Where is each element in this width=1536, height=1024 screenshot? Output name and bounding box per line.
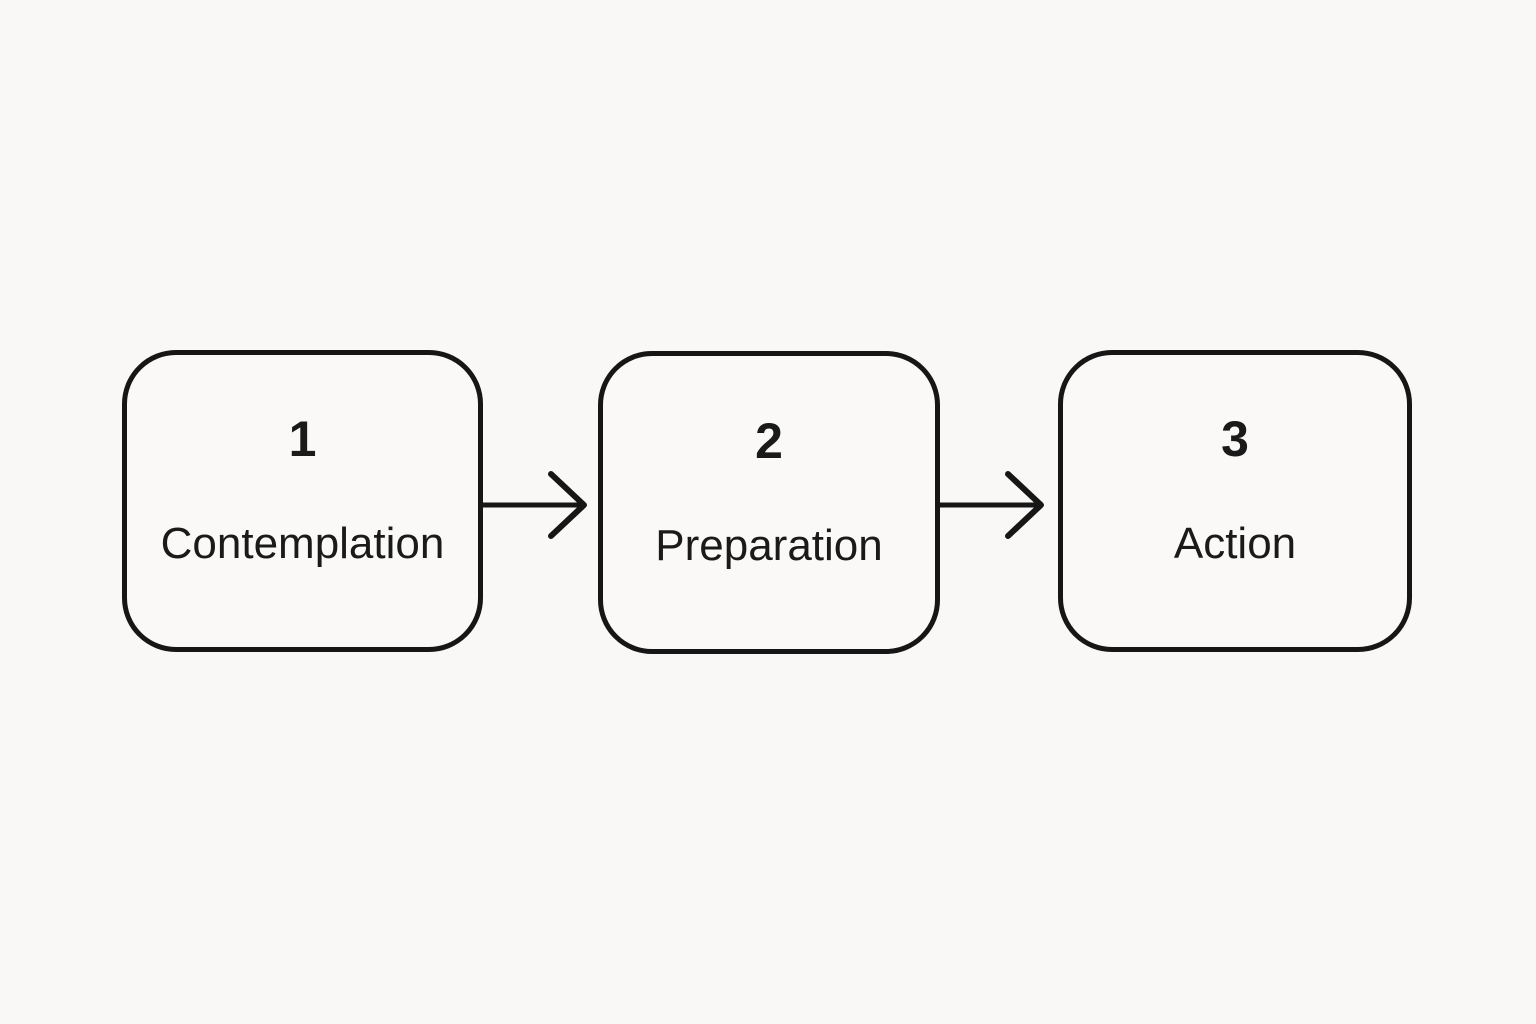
step-label: Contemplation xyxy=(160,519,445,568)
step-number: 1 xyxy=(288,411,317,467)
step-box-action: 3 Action xyxy=(1058,350,1412,652)
step-number: 2 xyxy=(755,412,783,469)
step-box-preparation: 2 Preparation xyxy=(598,351,940,654)
step-label: Preparation xyxy=(655,520,883,570)
step-label: Action xyxy=(1173,519,1297,568)
right-arrow-icon xyxy=(481,471,587,539)
step-number: 3 xyxy=(1221,411,1249,467)
right-arrow-icon xyxy=(938,471,1044,539)
step-box-contemplation: 1 Contemplation xyxy=(122,350,483,652)
